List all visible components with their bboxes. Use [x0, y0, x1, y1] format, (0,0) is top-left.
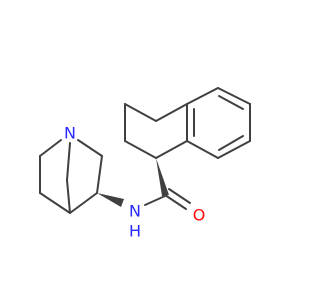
bond [144, 195, 166, 206]
stereo-wedge-bond [97, 193, 124, 207]
saturated-ring [124, 103, 188, 159]
bond [69, 192, 98, 214]
bond [124, 140, 157, 159]
bond [155, 140, 188, 159]
bond [168, 188, 191, 204]
carbonyl [164, 188, 191, 210]
nitrogen-quinuclidine-label: N [64, 124, 76, 143]
benzene-ring [186, 87, 251, 159]
amide-nitrogen-label: N [129, 202, 141, 221]
bond [186, 87, 219, 105]
molecule-canvas: N N H O [39, 87, 251, 241]
bond [39, 139, 62, 157]
bond [96, 155, 103, 194]
structure-drawing: N N H O [39, 87, 251, 241]
double-bond-inner [218, 135, 244, 151]
bond [164, 194, 187, 210]
bond [217, 140, 251, 159]
bond [77, 139, 103, 157]
amide-hydrogen-label: H [129, 222, 141, 241]
bond [66, 179, 71, 214]
quinuclidine-cage [39, 139, 103, 214]
carbonyl-oxygen-label: O [193, 206, 206, 225]
double-bond-inner [218, 95, 244, 110]
stereo-wedge-bond [156, 158, 169, 196]
bond [66, 142, 71, 181]
bond [155, 103, 188, 122]
bond [39, 192, 71, 214]
bond [186, 140, 219, 159]
bond [124, 103, 157, 122]
bond [217, 87, 251, 105]
